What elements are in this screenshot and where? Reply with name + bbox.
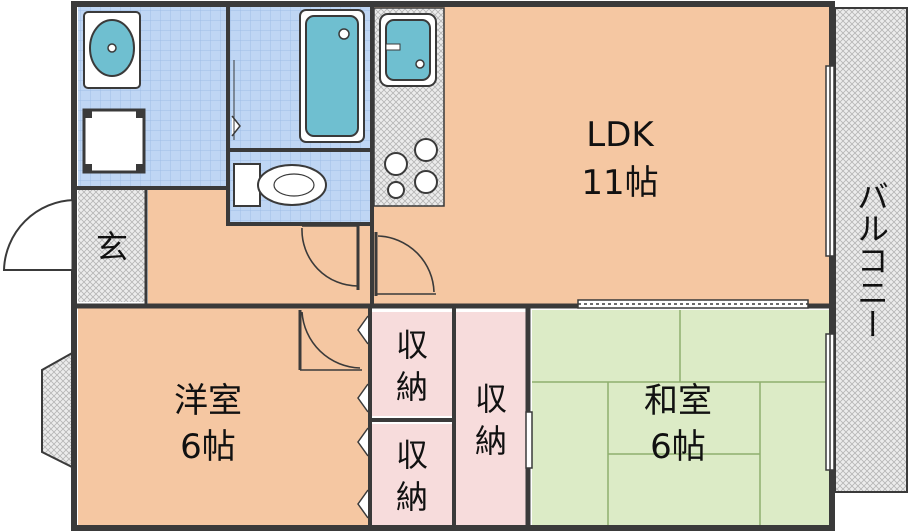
storage-2 [372,424,452,526]
entrance-door-icon [2,198,77,272]
storage-door-marks [357,315,369,519]
balcony-label: バルコニー [852,180,890,340]
youshitsu-size-label: 6帖 [180,427,236,467]
door-swing-icon [298,225,436,371]
storage-1-char-2: 納 [396,368,428,406]
room-labels: LDK 11帖 洋室 6帖 和室 6帖 玄 収 納 収 納 収 納 バルコニー [96,115,890,516]
storage-2-char-1: 収 [396,436,428,474]
bathroom-door-icon [231,60,241,140]
storage-2-char-2: 納 [396,478,428,516]
washitsu-size-label: 6帖 [650,427,706,467]
storage-1 [372,312,452,416]
washitsu-floor [532,310,830,526]
washing-machine-icon [82,108,146,174]
bathtub-icon [299,9,365,143]
stove-icon [384,138,438,199]
storage-3-char-2: 納 [475,422,507,460]
tatami-lines [532,310,830,526]
storage-3-char-1: 収 [475,380,507,418]
washbasin-icon [83,11,141,89]
balcony [834,7,908,493]
washitsu-name-label: 和室 [644,381,712,421]
kitchen-sink-icon [379,13,437,87]
floor-areas [78,6,830,526]
storage-1-char-1: 収 [396,326,428,364]
ldk-size-label: 11帖 [581,163,658,203]
ldk-floor [372,6,830,304]
youshitsu-floor [78,308,370,526]
bay-window-icon [41,350,77,470]
youshitsu-name-label: 洋室 [174,381,242,421]
storage-3 [456,312,526,526]
ldk-name-label: LDK [586,115,655,155]
window-icon [525,65,835,471]
genkan-floor [78,190,146,302]
toilet-icon [233,163,327,207]
genkan-label: 玄 [96,228,128,266]
